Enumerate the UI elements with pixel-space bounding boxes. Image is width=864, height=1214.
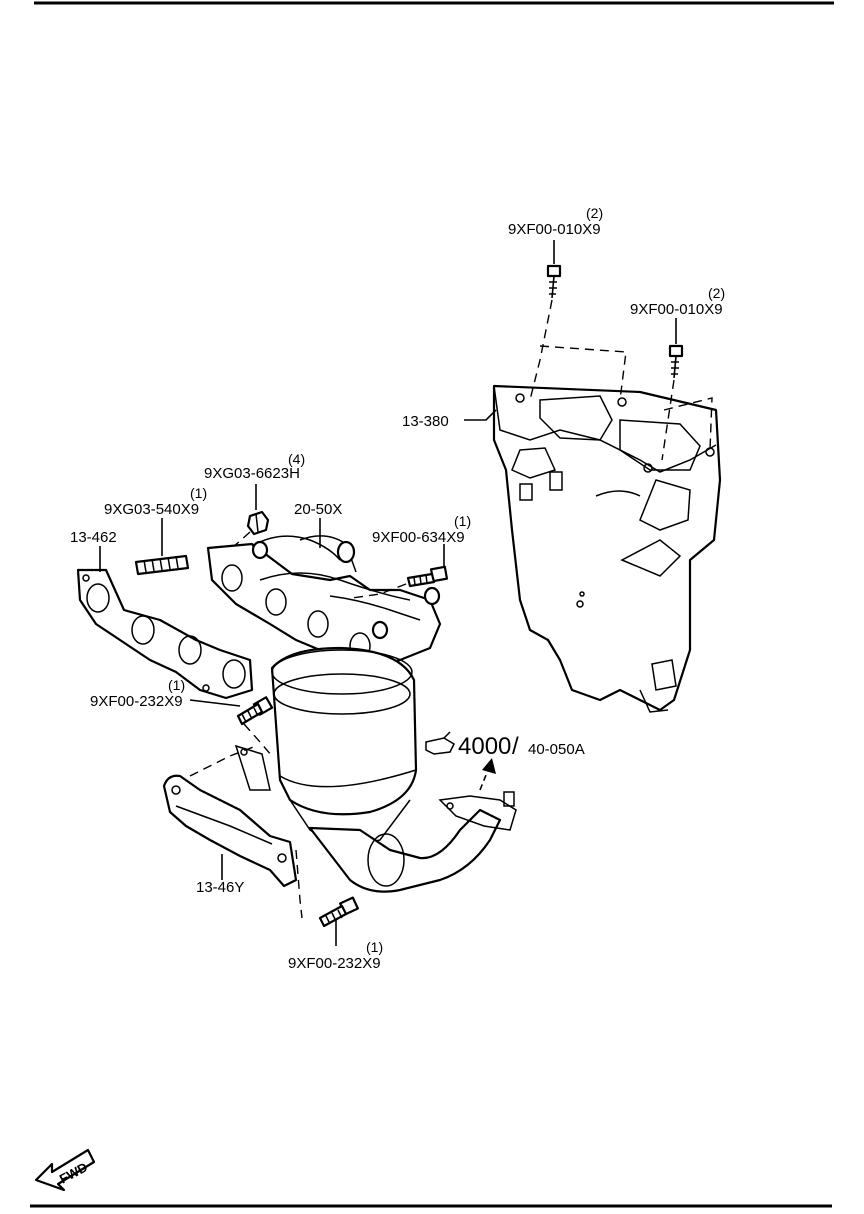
guide-bolt-left	[243, 723, 273, 757]
guide-bracket-bottom	[295, 849, 303, 919]
label-bolt-left: 9XF00-232X9	[90, 693, 183, 710]
qty-bolt-top-1: (2)	[586, 205, 603, 221]
label-bolt-top-2: 9XF00-010X9	[630, 301, 723, 318]
bracket-13-46y[interactable]	[162, 744, 298, 888]
bolt-top-2[interactable]	[668, 344, 684, 379]
bolt-9xf00-232x9-left[interactable]	[236, 696, 274, 726]
bolt-top-1[interactable]	[546, 264, 562, 299]
leader-lines	[99, 240, 677, 946]
ref-number: 4000	[458, 733, 511, 760]
stud-9xg03-540x9[interactable]	[134, 554, 190, 576]
bolt-9xf00-634x9[interactable]	[406, 565, 449, 588]
qty-stud: (1)	[190, 485, 207, 501]
label-stud: 9XG03-540X9	[104, 501, 199, 518]
guide-bolt-top-2	[661, 379, 675, 461]
fwd-arrow-icon	[34, 1148, 96, 1192]
manifold-20-50x[interactable]	[206, 535, 517, 893]
reference-pointer-icon	[425, 731, 455, 755]
label-bolt-top-1: 9XF00-010X9	[508, 221, 601, 238]
qty-nut: (4)	[288, 451, 305, 467]
label-gasket: 13-462	[70, 529, 117, 546]
label-heat-shield: 13-380	[402, 413, 449, 430]
nut-9xg03-6623h[interactable]	[246, 510, 270, 536]
gasket-13-462[interactable]	[76, 568, 254, 700]
label-nut: 9XG03-6623H	[204, 465, 300, 482]
guide-bolt-top-1	[529, 299, 553, 401]
label-manifold: 20-50X	[294, 501, 342, 518]
label-bolt-mid: 9XF00-634X9	[372, 529, 465, 546]
ref-separator: /	[512, 733, 519, 760]
bolt-9xf00-232x9-bottom[interactable]	[318, 896, 359, 928]
label-bracket: 13-46Y	[196, 879, 244, 896]
qty-bolt-top-2: (2)	[708, 285, 725, 301]
heat-shield-13-380[interactable]	[492, 384, 722, 713]
qty-bolt-bottom: (1)	[366, 939, 383, 955]
qty-bolt-left: (1)	[168, 677, 185, 693]
guide-bolt-mid	[351, 583, 407, 599]
guide-bracket-top	[189, 745, 257, 777]
fwd-label: FWD	[57, 1159, 90, 1186]
ref-sub: 40-050A	[528, 741, 585, 758]
qty-bolt-mid: (1)	[454, 513, 471, 529]
guide-bolt-top-2b	[663, 397, 713, 451]
label-bolt-bottom: 9XF00-232X9	[288, 955, 381, 972]
